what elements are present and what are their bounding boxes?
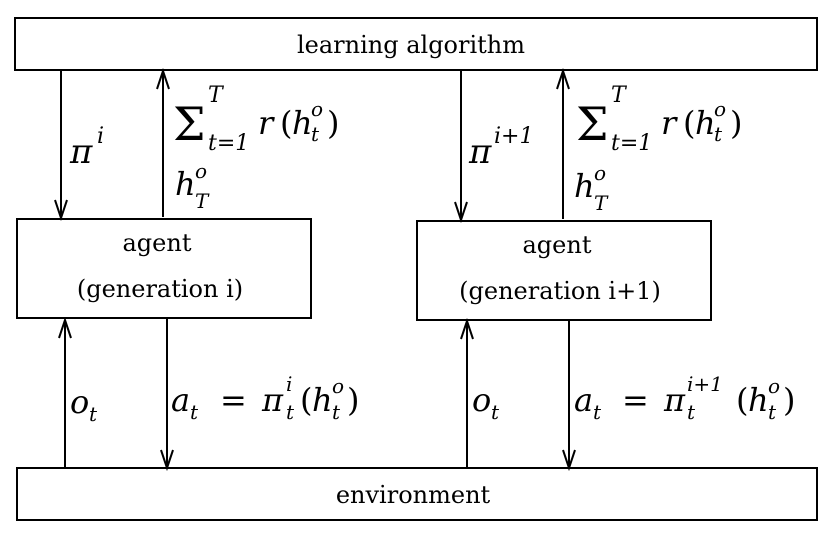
svg-text:o: o (311, 97, 323, 121)
arrow-observation-to-agent-1 (58, 316, 72, 467)
svg-text:t: t (687, 400, 696, 424)
label-history-1: h o T (175, 159, 210, 213)
svg-text:): ) (783, 381, 795, 419)
svg-text:a: a (171, 381, 190, 419)
svg-text:=: = (622, 381, 649, 419)
svg-text:t: t (593, 400, 602, 424)
svg-text:π: π (468, 132, 492, 172)
svg-text:o: o (714, 97, 726, 121)
label-observation-2: o t (472, 381, 500, 424)
svg-text:(: ( (280, 104, 292, 142)
agent-2-subtitle: (generation i+1) (459, 277, 661, 305)
svg-text:T: T (195, 189, 210, 213)
svg-text:Σ: Σ (173, 97, 206, 151)
arrow-action-from-agent-1 (160, 319, 174, 472)
environment-label: environment (336, 481, 491, 509)
agent-box-generation-i-plus-1: agent (generation i+1) (416, 220, 712, 321)
agent-box-generation-i: agent (generation i) (16, 218, 312, 319)
label-action-2: a t = π i+1 t ( h o t ) (574, 372, 795, 424)
learning-algorithm-box: learning algorithm (14, 17, 818, 71)
svg-text:h: h (574, 167, 595, 205)
svg-text:t: t (491, 400, 500, 424)
svg-text:a: a (574, 381, 593, 419)
arrow-policy-to-agent-1 (54, 70, 68, 222)
svg-text:o: o (768, 374, 780, 398)
svg-text:(: ( (300, 381, 312, 419)
svg-text:t: t (311, 122, 320, 146)
agent-1-title: agent (123, 229, 192, 257)
svg-text:t: t (190, 400, 199, 424)
svg-text:=: = (220, 381, 247, 419)
agent-2-title: agent (523, 231, 592, 259)
svg-text:o: o (472, 381, 491, 419)
svg-text:i: i (286, 372, 292, 396)
svg-text:): ) (730, 104, 742, 142)
svg-text:t: t (332, 400, 341, 424)
svg-text:t=1: t=1 (208, 131, 249, 156)
svg-text:T: T (594, 191, 609, 215)
arrow-feedback-from-agent-1 (156, 67, 170, 217)
svg-text:r: r (661, 104, 678, 142)
svg-text:i: i (97, 124, 104, 149)
svg-text:T: T (208, 83, 225, 108)
svg-text:h: h (312, 381, 333, 419)
svg-text:i+1: i+1 (687, 372, 723, 396)
svg-text:T: T (611, 83, 628, 108)
label-reward-sum-1: Σ T t=1 r ( h o t ) (173, 83, 339, 156)
svg-text:): ) (327, 104, 339, 142)
label-observation-1: o t (70, 383, 98, 426)
label-policy-i: π i (69, 124, 104, 172)
arrow-feedback-from-agent-2 (556, 67, 570, 219)
arrow-action-from-agent-2 (562, 321, 576, 472)
agent-1-subtitle: (generation i) (77, 275, 243, 303)
arrow-observation-to-agent-2 (460, 317, 474, 467)
svg-text:t: t (768, 400, 777, 424)
svg-text:r: r (258, 104, 275, 142)
svg-text:π: π (663, 381, 686, 419)
svg-text:π: π (69, 132, 93, 172)
environment-box: environment (16, 467, 818, 521)
label-action-1: a t = π i t ( h o t ) (171, 372, 359, 424)
svg-text:(: ( (683, 104, 695, 142)
svg-text:(: ( (736, 381, 748, 419)
svg-text:o: o (594, 161, 606, 185)
svg-text:h: h (748, 381, 769, 419)
svg-text:π: π (261, 381, 284, 419)
svg-text:t: t (714, 122, 723, 146)
svg-text:o: o (195, 159, 207, 183)
svg-text:t=1: t=1 (611, 131, 652, 156)
svg-text:t: t (89, 402, 98, 426)
learning-algorithm-label: learning algorithm (297, 31, 525, 59)
label-reward-sum-2: Σ T t=1 r ( h o t ) (576, 83, 742, 156)
label-policy-i-plus-1: π i+1 (468, 124, 533, 172)
label-history-2: h o T (574, 161, 609, 215)
svg-text:h: h (695, 104, 716, 142)
svg-text:): ) (347, 381, 359, 419)
svg-text:h: h (175, 165, 196, 203)
svg-text:i+1: i+1 (494, 124, 533, 149)
svg-text:t: t (286, 400, 295, 424)
svg-text:o: o (332, 374, 344, 398)
arrow-policy-to-agent-2 (454, 70, 468, 224)
svg-text:h: h (292, 104, 313, 142)
svg-text:o: o (70, 383, 89, 421)
svg-text:Σ: Σ (576, 97, 609, 151)
